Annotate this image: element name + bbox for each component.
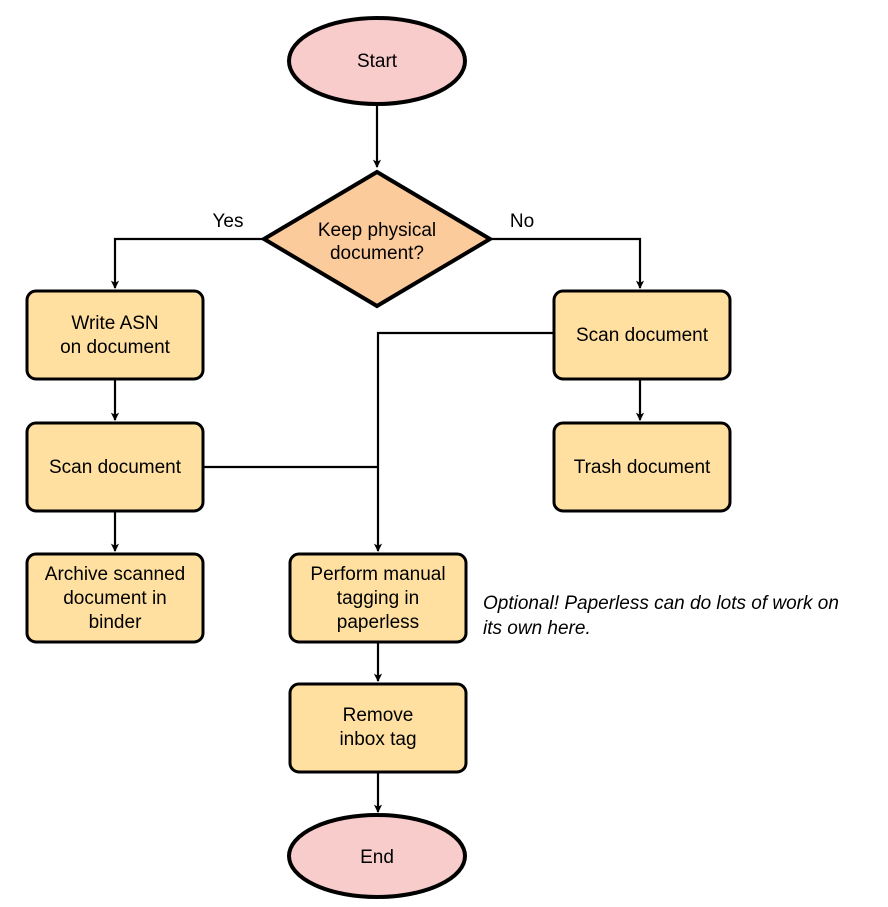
decision-label-line2: document?	[330, 243, 424, 264]
node-perform-manual-tagging[interactable]: Perform manual tagging in paperless	[288, 552, 468, 644]
node-scan-document-right[interactable]: Scan document	[552, 289, 732, 381]
edge-decision-no-to-scan-right	[490, 237, 645, 289]
node-start[interactable]: Start	[287, 16, 467, 106]
end-label: End	[360, 847, 394, 868]
optional-note-line2: its own here.	[483, 618, 591, 639]
scan-document-left-box-shape	[25, 421, 205, 513]
edge-label-yes: Yes	[213, 211, 244, 232]
remove-inbox-tag-box-shape	[288, 682, 468, 774]
node-remove-inbox-tag[interactable]: Remove inbox tag	[288, 682, 468, 774]
tagging-label-line2: tagging in	[337, 588, 419, 609]
node-decision-keep-physical-document[interactable]: Keep physical document?	[260, 169, 494, 309]
write-asn-box-shape	[25, 289, 205, 381]
scan-document-right-label: Scan document	[576, 325, 709, 346]
edge-decision-yes-to-write-asn	[110, 237, 264, 289]
archive-label-line2: document in	[63, 588, 167, 609]
annotation-optional-note: Optional! Paperless can do lots of work …	[483, 593, 839, 639]
node-trash-document[interactable]: Trash document	[552, 421, 732, 513]
scan-document-left-label: Scan document	[49, 457, 182, 478]
archive-label-line1: Archive scanned	[45, 564, 185, 585]
decision-diamond-shape	[260, 169, 494, 309]
node-archive-scanned-document[interactable]: Archive scanned document in binder	[25, 552, 205, 644]
remove-inbox-tag-label-line2: inbox tag	[339, 729, 416, 750]
start-label: Start	[357, 51, 398, 72]
connector-layer	[110, 102, 645, 813]
decision-label-line1: Keep physical	[318, 220, 436, 241]
edge-scan-right-to-tagging-trunk	[376, 331, 553, 467]
node-scan-document-left[interactable]: Scan document	[25, 421, 205, 513]
start-ellipse-shape	[287, 16, 467, 106]
trash-document-label: Trash document	[574, 457, 711, 478]
tagging-box-shape	[288, 552, 468, 644]
trash-document-box-shape	[552, 421, 732, 513]
node-write-asn[interactable]: Write ASN on document	[25, 289, 205, 381]
tagging-label-line3: paperless	[337, 612, 419, 633]
optional-note-line1: Optional! Paperless can do lots of work …	[483, 593, 839, 614]
archive-box-shape	[25, 552, 205, 644]
node-end[interactable]: End	[287, 813, 467, 899]
tagging-label-line1: Perform manual	[310, 564, 445, 585]
remove-inbox-tag-label-line1: Remove	[343, 705, 414, 726]
end-ellipse-shape	[287, 813, 467, 899]
archive-label-line3: binder	[89, 612, 142, 633]
scan-document-right-box-shape	[552, 289, 732, 381]
write-asn-label-line2: on document	[60, 337, 171, 358]
write-asn-label-line1: Write ASN	[71, 313, 158, 334]
edge-label-no: No	[510, 211, 534, 232]
